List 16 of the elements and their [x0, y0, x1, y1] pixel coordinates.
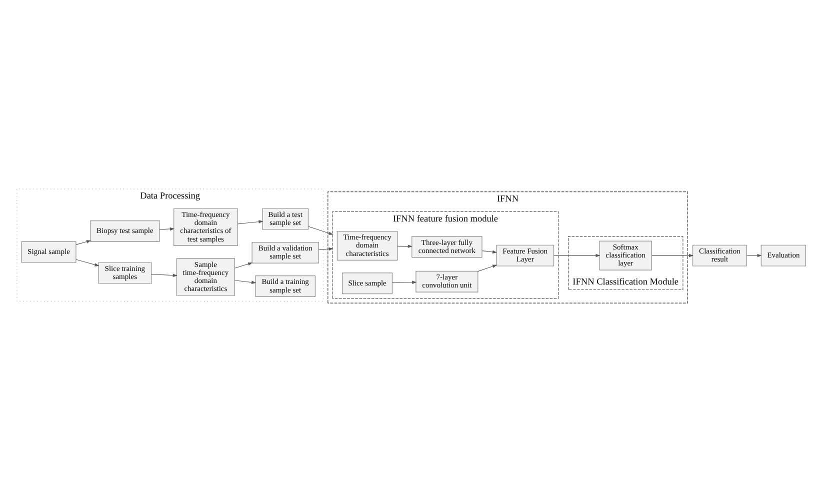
- arrow: [481, 250, 497, 254]
- arrow: [391, 280, 416, 284]
- arrow: [75, 259, 99, 266]
- arrow: [477, 264, 497, 272]
- arrow: [651, 254, 694, 258]
- arrow: [234, 262, 252, 268]
- arrow: [158, 227, 174, 231]
- arrow: [150, 274, 178, 277]
- arrow: [75, 240, 91, 245]
- arrow: [318, 247, 333, 251]
- arrow: [308, 226, 333, 235]
- arrow: [553, 254, 600, 258]
- arrow: [236, 220, 263, 224]
- arrow: [396, 244, 412, 248]
- arrow: [746, 254, 762, 258]
- arrow: [234, 280, 256, 284]
